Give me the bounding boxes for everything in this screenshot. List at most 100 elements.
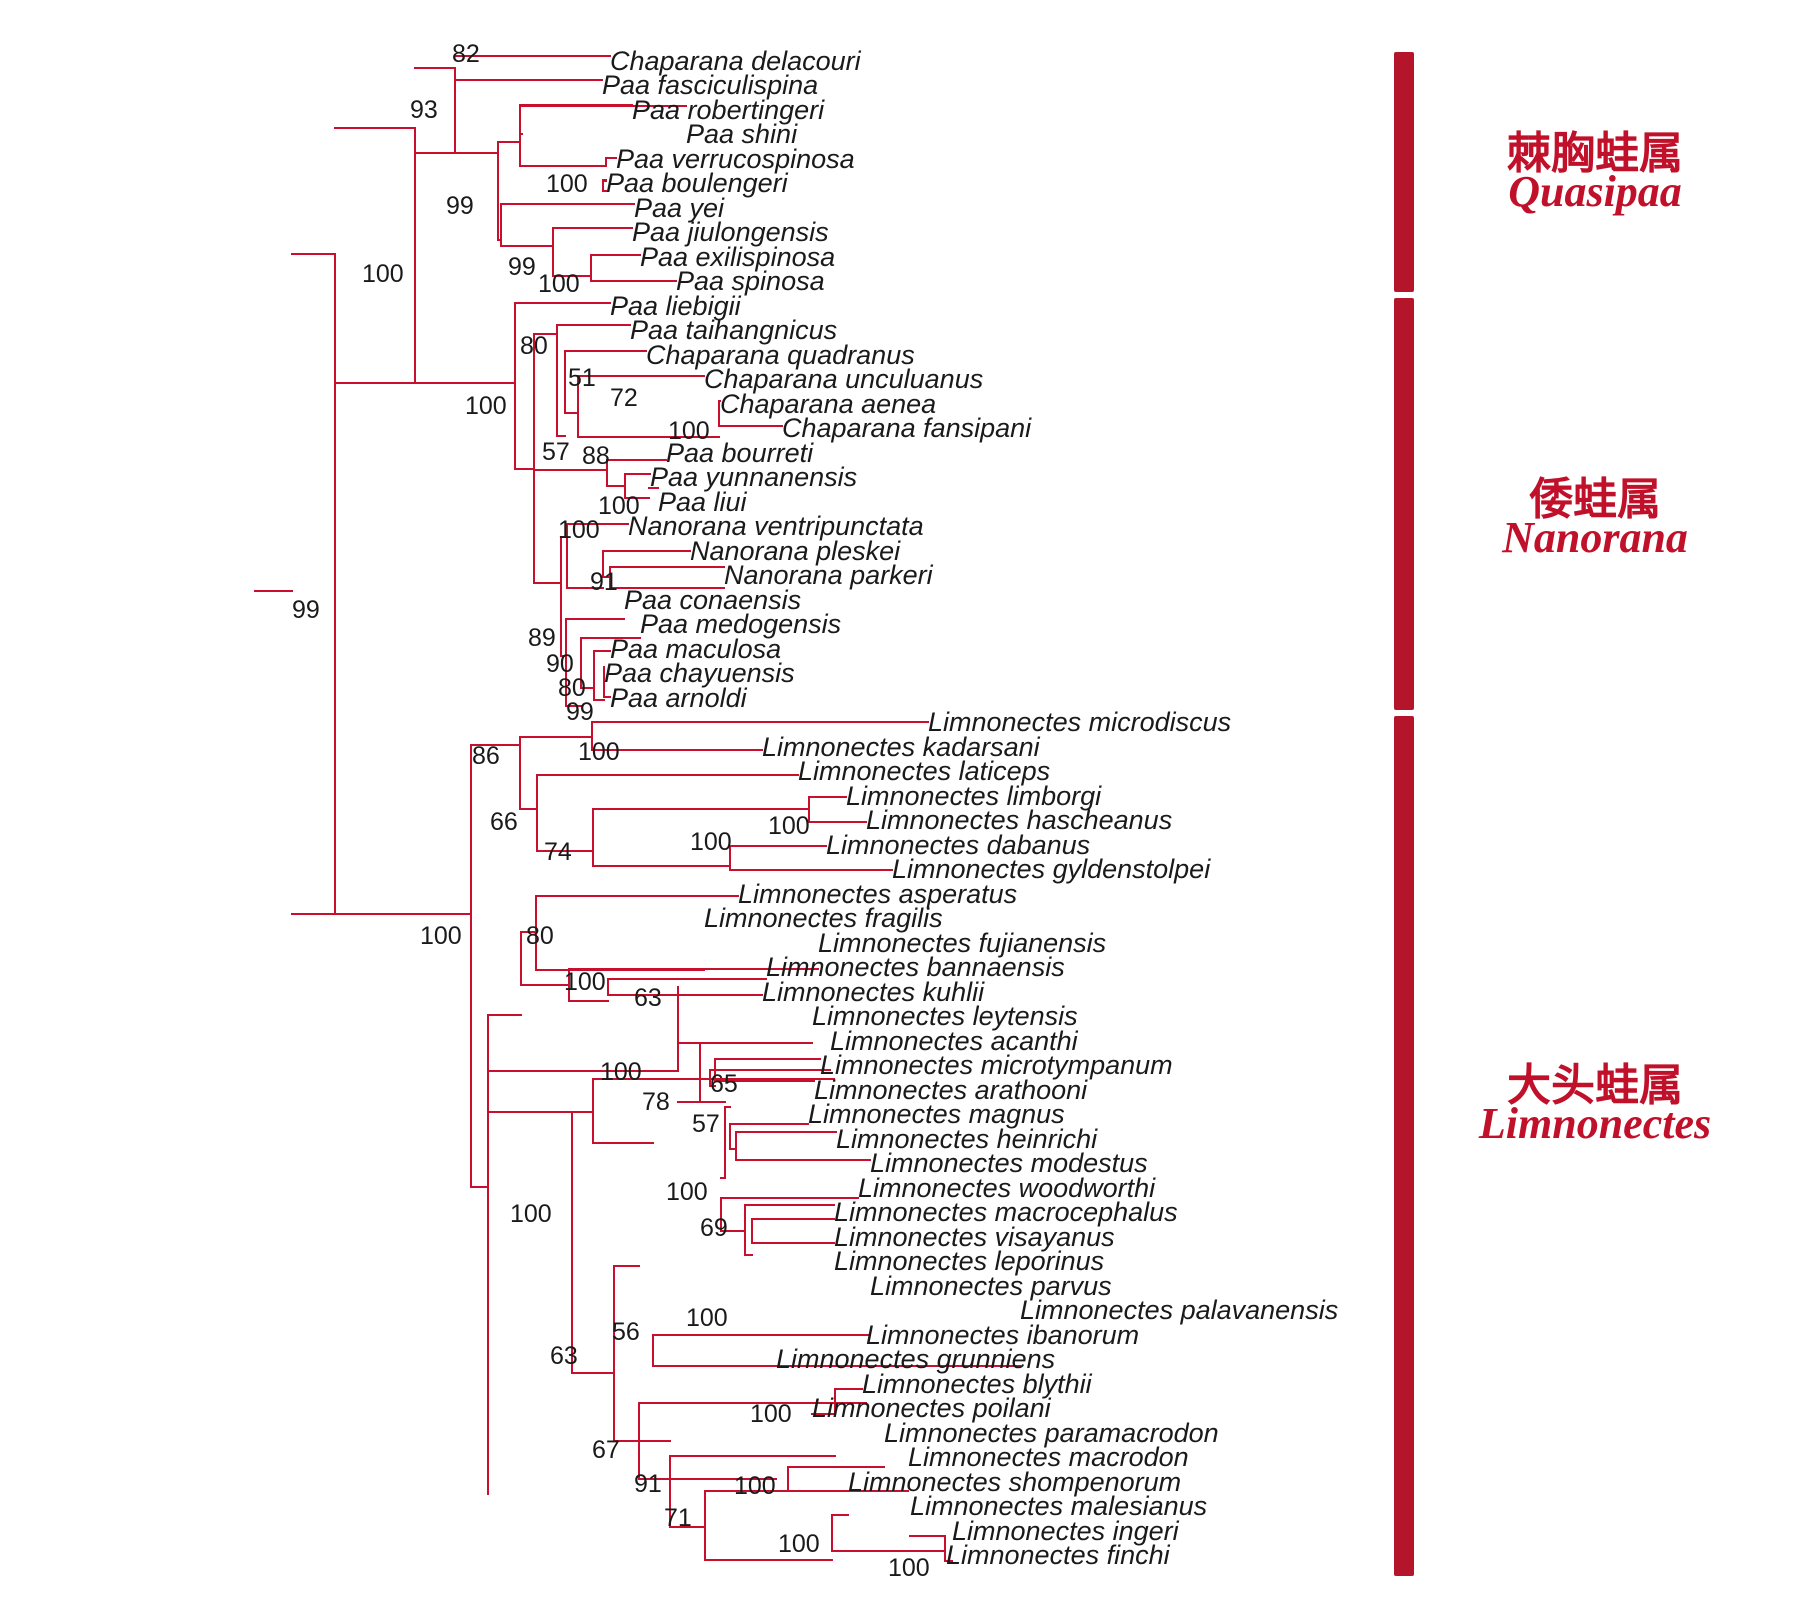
- support-value: 100: [750, 1400, 792, 1428]
- taxon-label: Chaparana quadranus: [646, 340, 915, 370]
- taxon-labels: Chaparana delacouri Paa fasciculispina P…: [602, 46, 1338, 1570]
- taxon-label: Limnonectes bannaensis: [766, 952, 1065, 982]
- support-value: 100: [666, 1178, 708, 1206]
- genus-label-latin: Quasipaa: [1508, 167, 1682, 216]
- genus-bar-quasipaa: [1394, 52, 1414, 292]
- genus-bar-limnonectes: [1394, 716, 1414, 1576]
- support-value: 100: [600, 1058, 642, 1086]
- support-values: 82 93 99 100 99 100 100 100 80 51 72 100…: [292, 40, 930, 1582]
- support-value: 100: [546, 170, 588, 198]
- taxon-label: Limnonectes magnus: [808, 1099, 1065, 1129]
- taxon-label: Limnonectes grunniens: [776, 1344, 1055, 1374]
- support-value: 80: [558, 674, 586, 702]
- taxon-label: Limnonectes ingeri: [952, 1516, 1180, 1546]
- taxon-label: Limnonectes hascheanus: [866, 805, 1172, 835]
- taxon-label: Paa exilispinosa: [640, 242, 835, 272]
- taxon-label: Paa jiulongensis: [632, 217, 829, 247]
- taxon-label: Limnonectes heinrichi: [836, 1124, 1098, 1154]
- taxon-label: Limnonectes woodworthi: [858, 1173, 1156, 1203]
- taxon-label: Limnonectes macrodon: [908, 1442, 1189, 1472]
- support-value: 99: [566, 698, 594, 726]
- taxon-label: Limnonectes kadarsani: [762, 732, 1041, 762]
- taxon-label: Limnonectes shompenorum: [848, 1467, 1181, 1497]
- support-value: 100: [690, 828, 732, 856]
- support-value: 71: [664, 1504, 692, 1532]
- genus-bar-nanorana: [1394, 298, 1414, 710]
- support-value: 100: [538, 270, 580, 298]
- taxon-label: Paa taihangnicus: [630, 315, 837, 345]
- support-value: 91: [590, 568, 618, 596]
- taxon-label: Paa conaensis: [624, 585, 801, 615]
- taxon-label: Limnonectes acanthi: [830, 1026, 1079, 1056]
- taxon-label: Limnonectes palavanensis: [1020, 1295, 1338, 1325]
- taxon-label: Paa robertingeri: [632, 95, 825, 125]
- taxon-label: Limnonectes microtympanum: [820, 1050, 1173, 1080]
- support-value: 99: [446, 192, 474, 220]
- taxon-label: Paa spinosa: [676, 266, 825, 296]
- taxon-label: Limnonectes limborgi: [846, 781, 1102, 811]
- support-value: 93: [410, 96, 438, 124]
- taxon-label: Limnonectes fujianensis: [818, 928, 1106, 958]
- taxon-label: Limnonectes blythii: [862, 1369, 1093, 1399]
- taxon-label: Limnonectes malesianus: [910, 1491, 1207, 1521]
- taxon-label: Limnonectes microdiscus: [928, 707, 1231, 737]
- support-value: 63: [634, 984, 662, 1012]
- taxon-label: Limnonectes laticeps: [798, 756, 1050, 786]
- taxon-label: Limnonectes ibanorum: [866, 1320, 1139, 1350]
- taxon-label: Paa fasciculispina: [602, 70, 818, 100]
- taxon-label: Limnonectes poilani: [812, 1393, 1052, 1423]
- support-value: 72: [610, 384, 638, 412]
- support-value: 100: [668, 417, 710, 445]
- genus-label-zh: 倭蛙属: [1529, 474, 1661, 525]
- taxon-label: Limnonectes arathooni: [814, 1075, 1088, 1105]
- taxon-label: Limnonectes asperatus: [738, 879, 1017, 909]
- taxon-label: Paa arnoldi: [610, 683, 748, 713]
- taxon-label: Paa liebigii: [610, 291, 742, 321]
- support-value: 100: [768, 812, 810, 840]
- taxon-label: Limnonectes leytensis: [812, 1001, 1078, 1031]
- taxon-label: Limnonectes macrocephalus: [834, 1197, 1178, 1227]
- support-value: 100: [888, 1554, 930, 1582]
- genus-bars: [1394, 52, 1414, 1576]
- support-value: 100: [558, 516, 600, 544]
- taxon-label: Chaparana aenea: [720, 389, 936, 419]
- support-value: 66: [490, 808, 518, 836]
- support-value: 56: [612, 1318, 640, 1346]
- genus-label-zh: 大头蛙属: [1507, 1060, 1683, 1111]
- taxon-label: Paa chayuensis: [604, 658, 795, 688]
- taxon-label: Limnonectes kuhlii: [762, 977, 985, 1007]
- support-value: 90: [546, 650, 574, 678]
- support-value: 100: [564, 968, 606, 996]
- taxon-label: Limnonectes finchi: [946, 1540, 1171, 1570]
- support-value: 100: [465, 392, 507, 420]
- tree-branches: [254, 55, 1021, 1562]
- genus-label-zh: 棘胸蛙属: [1507, 128, 1683, 179]
- taxon-label: Paa boulengeri: [606, 168, 789, 198]
- support-value: 100: [362, 260, 404, 288]
- support-value: 100: [734, 1472, 776, 1500]
- support-value: 65: [710, 1070, 738, 1098]
- support-value: 82: [452, 40, 480, 68]
- taxon-label: Limnonectes gyldenstolpei: [892, 854, 1211, 884]
- taxon-label: Paa shini: [686, 119, 798, 149]
- taxon-label: Chaparana unculuanus: [704, 364, 983, 394]
- taxon-label: Paa liui: [658, 487, 748, 517]
- taxon-label: Limnonectes visayanus: [834, 1222, 1115, 1252]
- support-value: 86: [472, 742, 500, 770]
- support-value: 88: [582, 442, 610, 470]
- support-value: 100: [598, 492, 640, 520]
- taxon-label: Limnonectes dabanus: [826, 830, 1090, 860]
- support-value: 91: [634, 1470, 662, 1498]
- support-value: 100: [578, 738, 620, 766]
- taxon-label: Limnonectes paramacrodon: [884, 1418, 1219, 1448]
- taxon-label: Nanorana parkeri: [724, 560, 934, 590]
- support-value: 80: [520, 332, 548, 360]
- support-value: 57: [542, 438, 570, 466]
- taxon-label: Chaparana delacouri: [610, 46, 862, 76]
- genus-label-latin: Limnonectes: [1478, 1099, 1711, 1148]
- support-value: 89: [528, 624, 556, 652]
- taxon-label: Limnonectes parvus: [870, 1271, 1112, 1301]
- taxon-label: Paa yei: [634, 193, 725, 223]
